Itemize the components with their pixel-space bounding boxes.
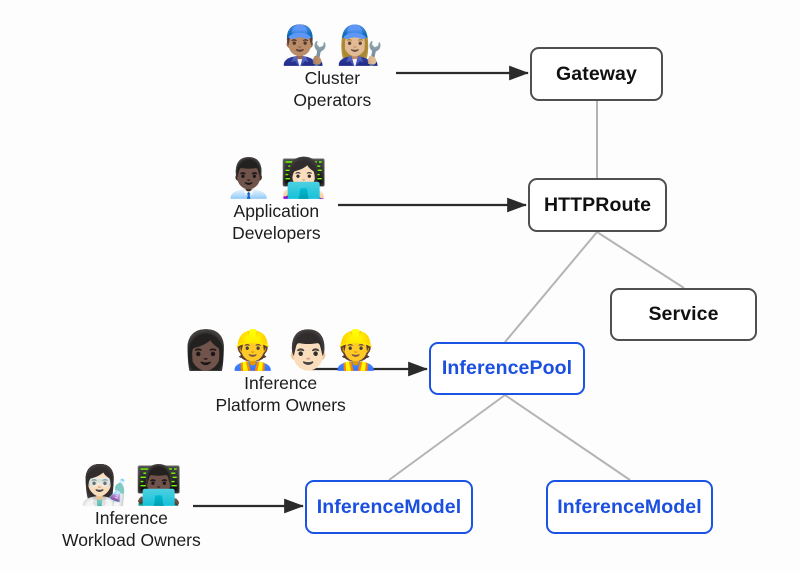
woman-scientist-icon: 👩🏻‍🔬	[80, 463, 128, 507]
woman-mechanic-icon: 👩🏼‍🔧	[336, 23, 384, 67]
persona-label-line: Application	[233, 200, 320, 221]
persona-emoji-pair: 👨🏿‍💼👩🏻‍💻	[225, 156, 328, 200]
connector-lines-group	[388, 101, 685, 481]
node-label: InferencePool	[441, 357, 573, 379]
node-label: Gateway	[556, 62, 637, 85]
woman-construction-worker-icon: 👩🏿‍👷	[182, 328, 277, 372]
arrow-lines-group	[193, 65, 529, 514]
persona-label-line: Developers	[232, 222, 321, 243]
node-service[interactable]: Service	[610, 288, 757, 341]
persona-label-line: Platform Owners	[215, 394, 346, 415]
node-inferencemodel2[interactable]: InferenceModel	[546, 480, 713, 534]
woman-technologist-icon: 👩🏻‍💻	[280, 156, 328, 200]
man-construction-worker-icon: 👨🏻‍👷	[284, 328, 380, 372]
persona-label-line: Inference	[94, 507, 168, 528]
man-office-worker-icon: 👨🏿‍💼	[225, 156, 273, 200]
man-mechanic-icon: 👨🏽‍🔧	[281, 23, 329, 67]
node-inferencepool[interactable]: InferencePool	[429, 342, 585, 395]
persona-label-line: Workload Owners	[62, 529, 201, 550]
node-label: InferenceModel	[316, 495, 462, 518]
node-gateway[interactable]: Gateway	[530, 47, 663, 101]
persona-emoji-pair: 👨🏽‍🔧👩🏼‍🔧	[281, 23, 384, 67]
connector-line	[504, 394, 631, 481]
persona-label-line: Inference	[244, 372, 318, 393]
persona-emoji-pair: 👩🏻‍🔬👨🏿‍💻	[80, 463, 183, 507]
connector-line	[504, 231, 598, 343]
man-technologist-icon: 👨🏿‍💻	[135, 463, 183, 507]
node-label: HTTPRoute	[543, 193, 652, 216]
node-httproute[interactable]: HTTPRoute	[528, 178, 667, 232]
connector-line	[596, 231, 685, 289]
persona-label-line: Cluster	[304, 67, 361, 88]
node-inferencemodel1[interactable]: InferenceModel	[305, 480, 473, 534]
node-label: InferenceModel	[557, 495, 702, 518]
persona-emoji-pair: 👩🏿‍👷👨🏻‍👷	[182, 328, 380, 372]
connector-line	[388, 394, 506, 481]
persona-label-line: Operators	[293, 89, 372, 110]
node-label: Service	[648, 303, 719, 325]
